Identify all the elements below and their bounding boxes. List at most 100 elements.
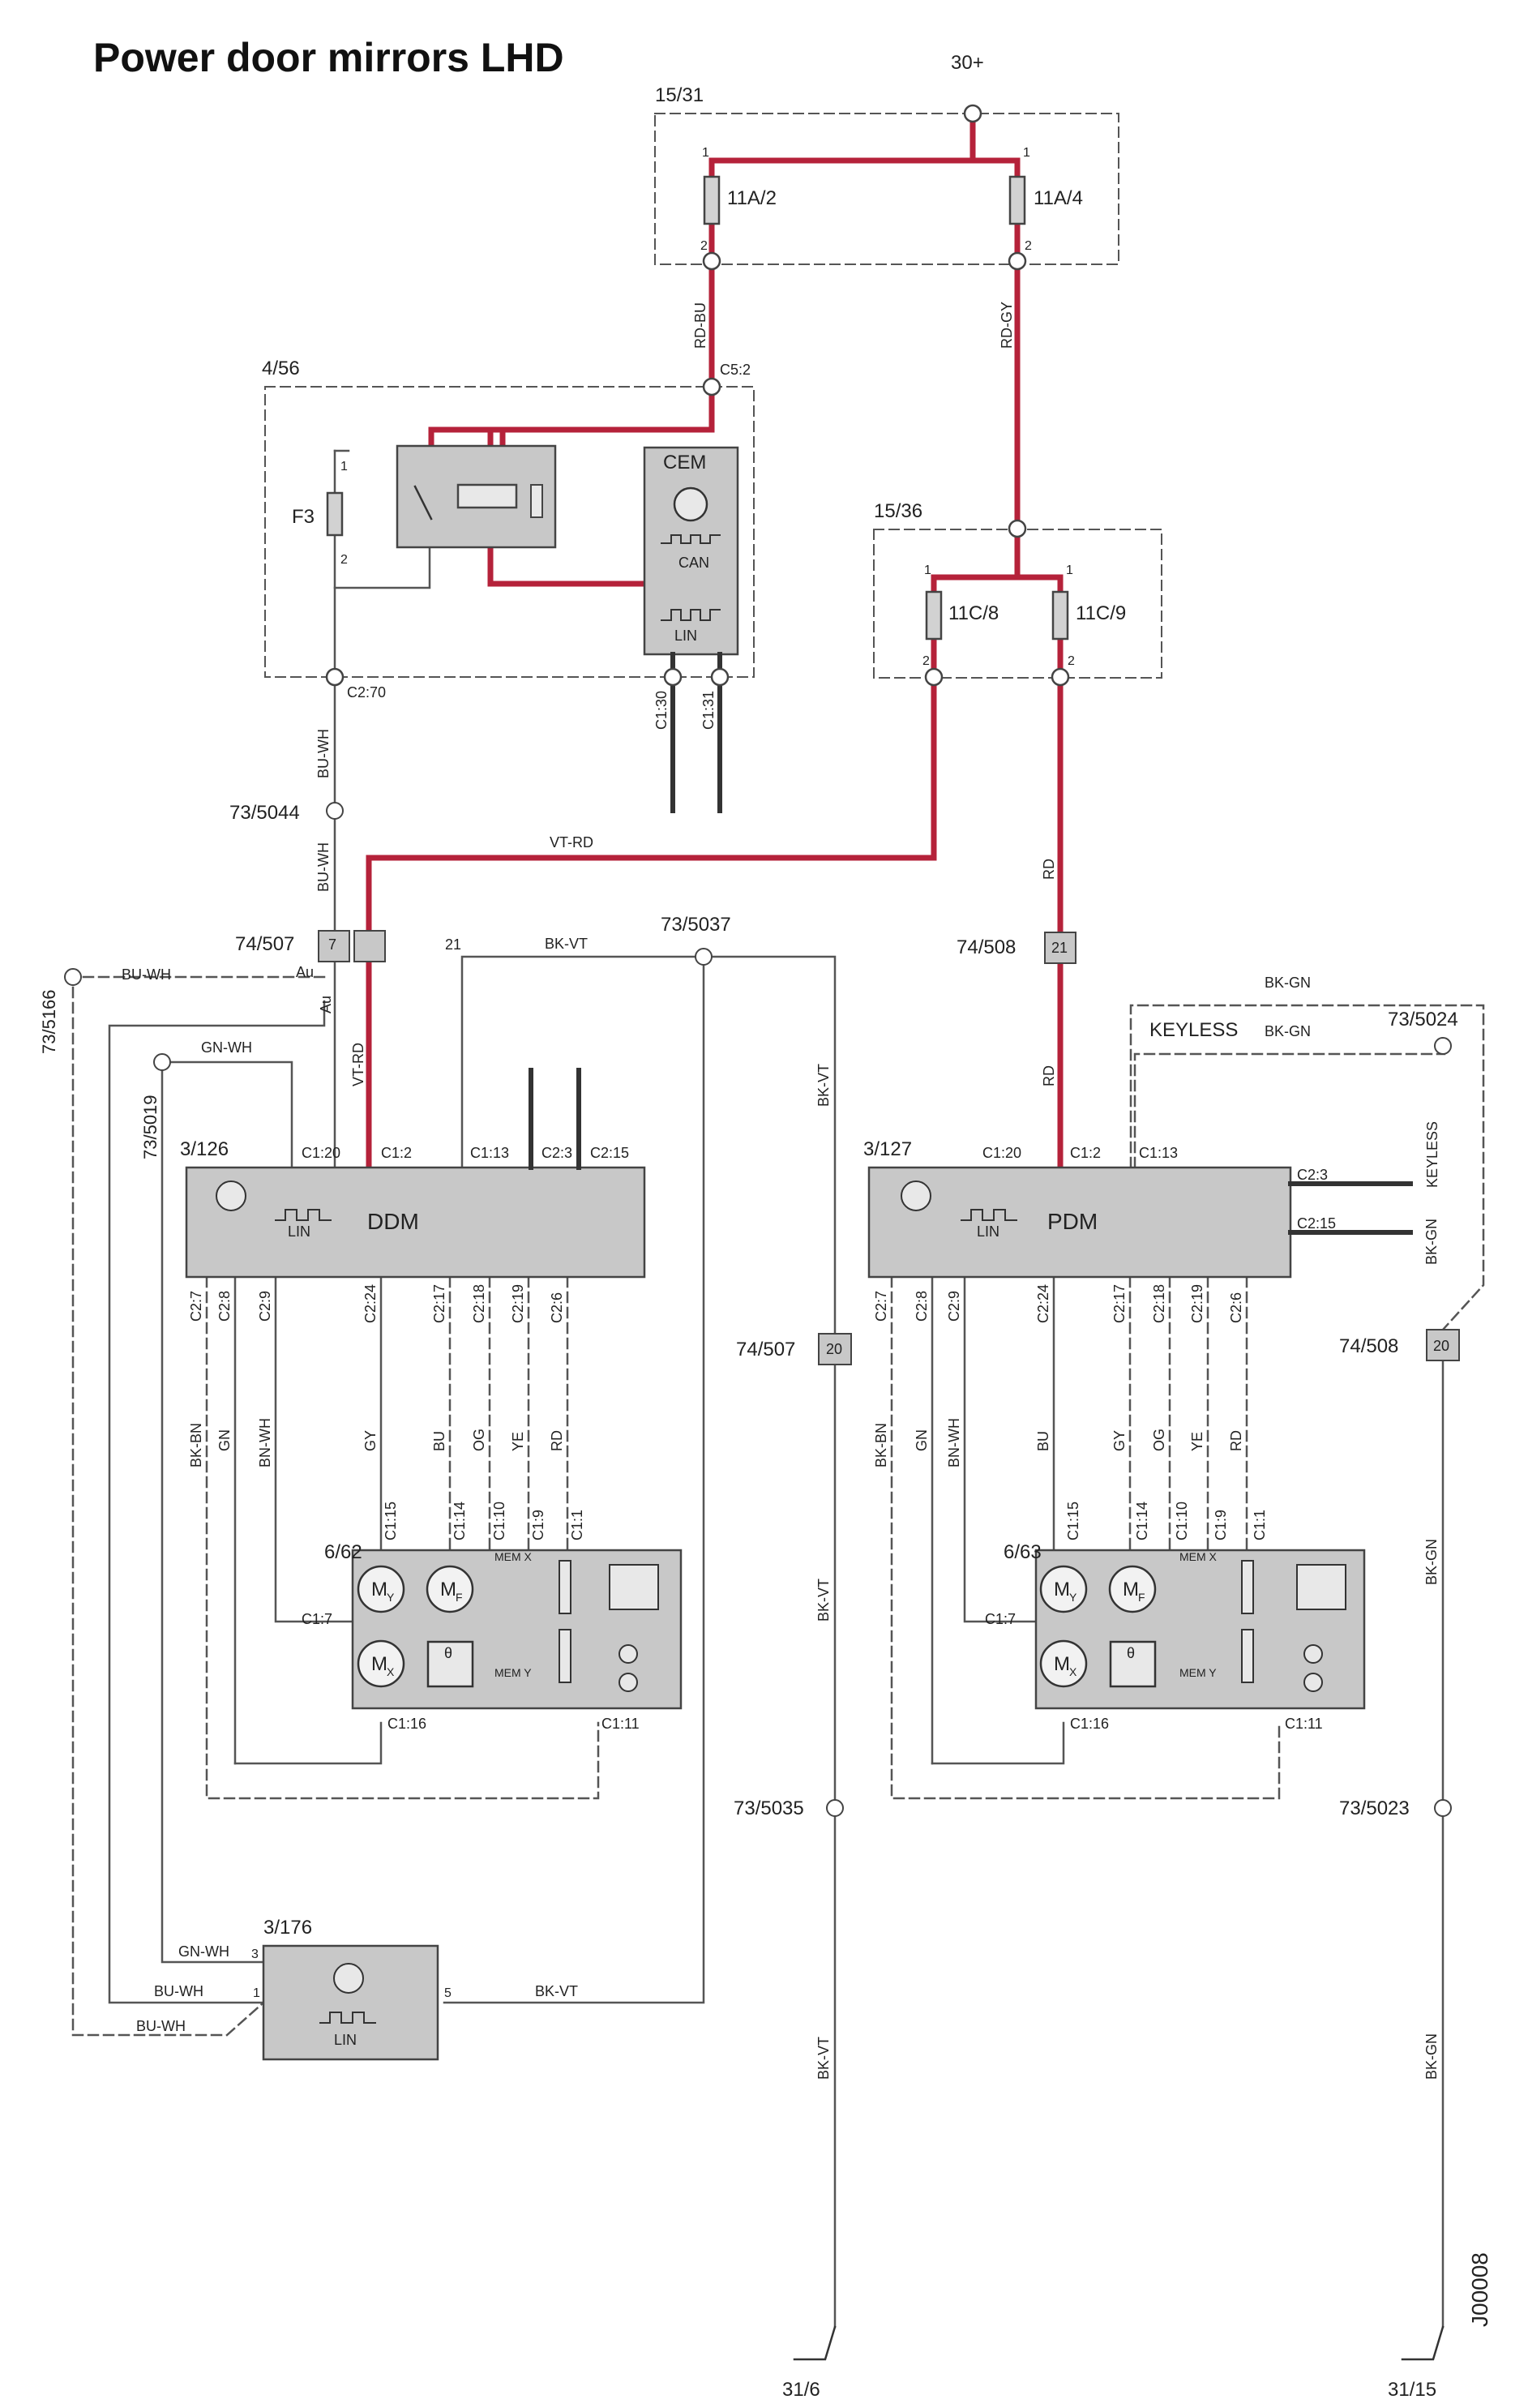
junction-blocks bbox=[318, 930, 1460, 1365]
pdm-gn-return bbox=[931, 1721, 1065, 1765]
ddm-wire-gn: GN bbox=[216, 1429, 233, 1451]
ddm-pin-c1-20: C1:20 bbox=[302, 1145, 340, 1161]
fuse-11a2-pin-1: 1 bbox=[702, 146, 709, 160]
mirror-left-pin-c1-14: C1:14 bbox=[452, 1502, 468, 1540]
mirror-right-id-label: 6/63 bbox=[1004, 1541, 1042, 1563]
keyless-label: KEYLESS bbox=[1149, 1019, 1238, 1041]
ddm-pin-c2-15: C2:15 bbox=[590, 1145, 629, 1161]
pdm-pin-c2-15: C2:15 bbox=[1297, 1215, 1336, 1232]
ddm-bk-bn-wire bbox=[205, 1275, 600, 1800]
junction-74-507-pin-21: 21 bbox=[445, 936, 461, 953]
wire-gn-wh: GN-WH bbox=[201, 1039, 252, 1056]
pdm-wire-bk-bn: BK-BN bbox=[873, 1423, 889, 1468]
keyless-inner-wire bbox=[1133, 1052, 1446, 1169]
ddm-pin-c2-19: C2:19 bbox=[510, 1284, 526, 1323]
mirror-left-pin-c1-11: C1:11 bbox=[601, 1716, 640, 1732]
mirror-left-motor-y: M bbox=[371, 1579, 387, 1600]
pdm-name-label: PDM bbox=[1047, 1209, 1098, 1234]
ddm-pin-c2-17: C2:17 bbox=[431, 1284, 447, 1323]
mirror-right-motor-y: M bbox=[1054, 1579, 1070, 1600]
lin-module-id-label: 3/176 bbox=[263, 1917, 312, 1939]
mirror-right-motor-f-sub: F bbox=[1138, 1591, 1145, 1604]
mirror-left-motor-f: M bbox=[440, 1579, 456, 1600]
ground-symbols bbox=[793, 2325, 1445, 2361]
cem-lin-label: LIN bbox=[674, 628, 697, 644]
ddm-bn-wh-wire bbox=[274, 1275, 354, 1623]
pdm-pin-c2-8: C2:8 bbox=[914, 1291, 930, 1322]
wire-rd-bu: RD-BU bbox=[692, 302, 708, 349]
splice-5166-label: 73/5166 bbox=[39, 989, 59, 1054]
fuse-box-15-31-outline bbox=[654, 113, 1119, 265]
pdm-wire-rd: RD bbox=[1228, 1430, 1244, 1451]
ddm-module-box bbox=[185, 1068, 646, 1279]
fuse-box-15-31-label: 15/31 bbox=[655, 84, 704, 106]
wire-rd-pdm: RD bbox=[1041, 1065, 1057, 1086]
pdm-pin-c1-13: C1:13 bbox=[1139, 1145, 1178, 1161]
mirror-right-pin-c1-16: C1:16 bbox=[1070, 1716, 1109, 1732]
fuse-11a4 bbox=[1008, 175, 1026, 225]
pdm-pin-c2-6: C2:6 bbox=[1228, 1292, 1244, 1323]
keyless-outer-wire bbox=[1129, 1004, 1485, 1331]
mirror-right-motor-y-sub: Y bbox=[1069, 1591, 1077, 1604]
fuse-11c9 bbox=[1051, 590, 1069, 641]
lin-module-lin-label: LIN bbox=[334, 2032, 357, 2048]
ddm-pin-c2-9: C2:9 bbox=[257, 1291, 273, 1322]
fuse-11a2 bbox=[703, 175, 721, 225]
wire-rd-upper: RD bbox=[1041, 859, 1057, 880]
bu-wh-lin-wire bbox=[108, 1000, 326, 2004]
mirror-left-pin-c1-10: C1:10 bbox=[491, 1502, 507, 1540]
wire-rd-gy: RD-GY bbox=[999, 302, 1015, 349]
wire-vt-rd-ddm: VT-RD bbox=[350, 1043, 366, 1086]
ddm-wire-rd: RD bbox=[549, 1430, 565, 1451]
fuse-f3-pin-2: 2 bbox=[340, 553, 348, 567]
ground-left-label: 31/6 bbox=[782, 2379, 820, 2401]
fuse-11c8 bbox=[925, 590, 943, 641]
ddm-lin-label: LIN bbox=[288, 1223, 310, 1240]
ddm-pin-c2-3: C2:3 bbox=[541, 1145, 572, 1161]
dashed-wiring bbox=[71, 975, 1485, 2037]
junction-74-508-pin-21: 21 bbox=[1051, 940, 1068, 956]
wire-bk-gn-mid: BK-GN bbox=[1423, 1539, 1440, 1585]
mirror-right-mem-y: MEM Y bbox=[1179, 1666, 1217, 1679]
ddm-gn-return bbox=[233, 1721, 383, 1765]
pin-au-lower: Au bbox=[318, 996, 334, 1013]
connector-c5-2: C5:2 bbox=[720, 362, 751, 378]
mirror-left-pin-c1-1: C1:1 bbox=[569, 1510, 585, 1540]
pdm-lin-label: LIN bbox=[977, 1223, 999, 1240]
pdm-id-label: 3/127 bbox=[863, 1138, 912, 1160]
pdm-pin-c2-7: C2:7 bbox=[873, 1291, 889, 1322]
ddm-wire-ye: YE bbox=[510, 1432, 526, 1451]
gn-wh-wire bbox=[161, 1060, 293, 1169]
mirror-left-theta: θ bbox=[444, 1645, 452, 1661]
fuse-f3-pin-1: 1 bbox=[340, 460, 348, 473]
fuse-11c8-label: 11C/8 bbox=[948, 602, 999, 624]
mirror-right-theta: θ bbox=[1127, 1645, 1135, 1661]
fuse-box-4-56-label: 4/56 bbox=[262, 358, 300, 379]
wire-bk-gn-vertical: BK-GN bbox=[1423, 1219, 1440, 1265]
lin-pin-bk-vt: BK-VT bbox=[535, 1983, 578, 1999]
splice-5019-label: 73/5019 bbox=[140, 1095, 161, 1159]
fuse-11a4-label: 11A/4 bbox=[1034, 187, 1083, 209]
pdm-bn-wh-wire bbox=[963, 1275, 1038, 1623]
mirror-left-pin-c1-7: C1:7 bbox=[302, 1611, 332, 1627]
ddm-pin-c1-13: C1:13 bbox=[470, 1145, 509, 1161]
mirror-right-pin-c1-7: C1:7 bbox=[985, 1611, 1016, 1627]
mirror-right-pin-c1-11: C1:11 bbox=[1285, 1716, 1323, 1732]
junction-74-508-lower-label: 74/508 bbox=[1339, 1335, 1398, 1357]
wire-bk-gn-top: BK-GN bbox=[1265, 975, 1311, 991]
ddm-pin-c2-8: C2:8 bbox=[216, 1291, 233, 1322]
mirror-left-pin-c1-9: C1:9 bbox=[530, 1510, 546, 1540]
fuse-f3 bbox=[326, 491, 344, 537]
ddm-wire-bu: BU bbox=[431, 1431, 447, 1451]
junction-74-507-lower-label: 74/507 bbox=[736, 1339, 795, 1360]
junction-74-508-label: 74/508 bbox=[957, 936, 1016, 958]
lin-pin-gn-wh: GN-WH bbox=[178, 1943, 229, 1960]
splice-5023-label: 73/5023 bbox=[1339, 1797, 1410, 1819]
junction-74-507-pin-7: 7 bbox=[328, 936, 336, 953]
ddm-wire-bk-bn: BK-BN bbox=[188, 1423, 204, 1468]
fuse-11a2-pin-2: 2 bbox=[700, 239, 708, 253]
pdm-wire-og: OG bbox=[1151, 1429, 1167, 1451]
lin-pin-3: 3 bbox=[251, 1947, 259, 1961]
wire-bk-vt-vertical: BK-VT bbox=[815, 1064, 832, 1107]
